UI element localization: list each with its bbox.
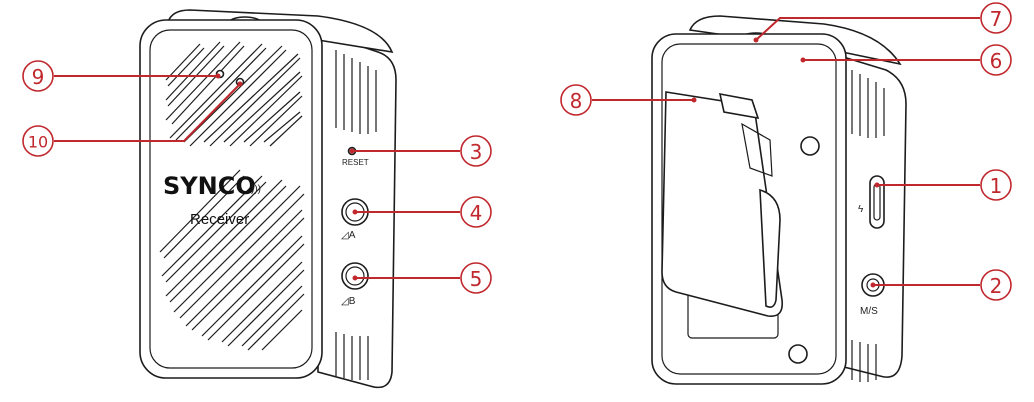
callout-5-label: 5 — [470, 267, 483, 291]
front-face-inner — [149, 29, 313, 369]
callout-3: 3 — [349, 135, 492, 167]
receiver-front-view: SYNCO ))) Receiver RESET ◿A — [139, 9, 397, 389]
screw-bottom-right — [788, 344, 808, 364]
model-label: Receiver — [190, 211, 249, 228]
receiver-back-view: ϟ M/S — [651, 15, 907, 385]
front-grille-lower — [159, 169, 305, 351]
callout-9: 9 — [22, 60, 221, 92]
callout-6-label: 6 — [990, 49, 1003, 73]
callout-6: 6 — [800, 44, 1012, 76]
ms-label: M/S — [860, 306, 878, 317]
callout-7-label: 7 — [990, 7, 1003, 31]
belt-clip — [661, 91, 784, 317]
brand-signal-icon: ))) — [251, 184, 261, 195]
callout-10-label: 10 — [28, 133, 48, 152]
brand-logo-text: SYNCO — [163, 172, 256, 200]
callout-7: 7 — [753, 2, 1012, 43]
back-side-vents-bottom — [851, 340, 877, 382]
callout-4-label: 4 — [470, 201, 483, 225]
charge-bolt-icon: ϟ — [858, 204, 864, 215]
button-b-label: ◿B — [341, 296, 356, 307]
callout-4: 4 — [352, 196, 492, 228]
callout-3-label: 3 — [470, 140, 483, 164]
callout-1: 1 — [874, 169, 1012, 201]
callout-2: 2 — [870, 269, 1012, 301]
button-a-label: ◿A — [341, 230, 356, 241]
callout-2-label: 2 — [990, 274, 1003, 298]
side-vents-top — [335, 50, 377, 134]
reset-label: RESET — [342, 158, 369, 167]
callout-10: 10 — [22, 81, 243, 157]
screw-top-right — [800, 136, 820, 156]
back-side-vents-top — [851, 70, 885, 138]
back-face-inner — [661, 43, 837, 375]
callout-1-label: 1 — [990, 174, 1003, 198]
front-grille-upper — [165, 41, 303, 147]
callout-8: 8 — [560, 84, 697, 116]
callout-9-label: 9 — [32, 65, 45, 89]
callout-8-label: 8 — [570, 89, 583, 113]
side-vents-bottom — [335, 332, 369, 380]
callout-5: 5 — [352, 262, 492, 294]
